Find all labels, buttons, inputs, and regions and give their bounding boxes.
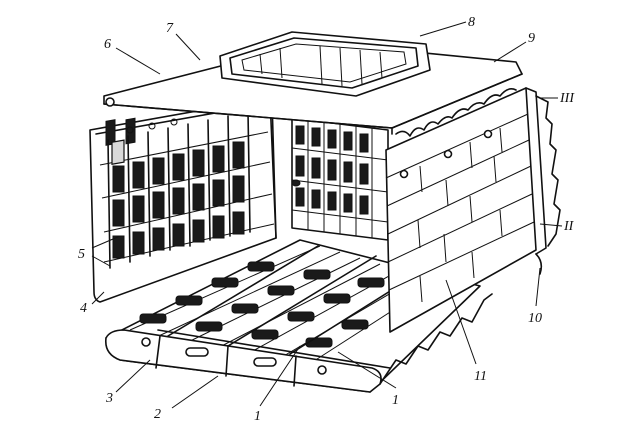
callout-2: 2 xyxy=(154,407,161,422)
hatch-frame xyxy=(219,31,431,97)
left-side-wall xyxy=(89,97,277,303)
callout-1-secondary: 1 xyxy=(392,393,399,408)
callout-1: 1 xyxy=(254,409,261,424)
callout-5: 5 xyxy=(78,247,85,262)
callout-6: 6 xyxy=(104,37,111,52)
callout-9: 9 xyxy=(528,31,535,46)
callout-10: 10 xyxy=(528,311,542,326)
bottom-grid xyxy=(104,239,493,393)
callout-7: 7 xyxy=(166,21,174,36)
callout-11: 11 xyxy=(474,369,487,384)
back-wall xyxy=(291,117,389,241)
callout-labels: 1 2 3 4 5 6 7 8 9 10 11 1 III II xyxy=(78,15,575,424)
right-side-wall xyxy=(385,87,561,333)
callout-4: 4 xyxy=(80,301,87,316)
section-mark-upper: III xyxy=(559,91,575,106)
leader-lines xyxy=(91,21,563,409)
callout-3: 3 xyxy=(105,391,113,406)
section-mark-lower: II xyxy=(563,219,575,234)
callout-8: 8 xyxy=(468,15,475,30)
